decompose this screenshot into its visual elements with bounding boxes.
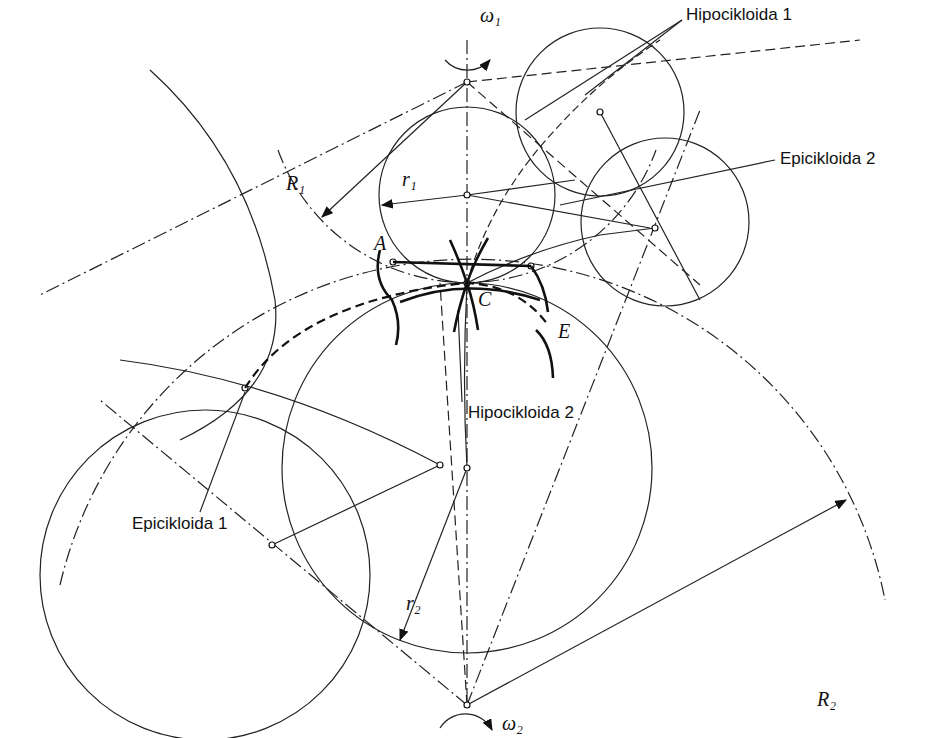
dimension-r2 [400,468,467,640]
point-label: C [476,288,493,310]
construction-line [272,465,440,545]
epicycloid-curve [245,283,548,388]
construction-line [600,112,700,300]
leader-line [560,160,775,205]
hypocycloid-curve [465,283,468,468]
rotation-arrow [440,714,492,730]
radius-label: r₁ [400,168,419,190]
leader-line [200,392,245,512]
rolling-circle-copy [40,410,370,738]
construction-curve [120,360,440,465]
hypocycloid-curve [467,40,660,283]
radius-label: r₂ [404,592,423,614]
center-line [466,40,467,705]
leader-line [458,310,462,402]
curve-label: Hipocikloida 2 [466,404,576,423]
dimension-r1 [382,195,467,205]
point-label: E [556,320,572,342]
tooth-profile [378,238,553,378]
curve-label: Hipocikloida 1 [684,6,794,25]
curve-label: Epicikloida 2 [778,150,877,169]
radial-line [440,283,467,705]
pitch-circle-2 [60,259,885,600]
construction-curve [150,70,276,440]
point-label: A [372,232,388,254]
epicycloid-curve [467,228,655,283]
rolling-circle-copy [516,28,684,196]
radius-label: R₁ [284,172,307,194]
radial-line [467,110,700,705]
radius-label: R₂ [815,688,838,710]
leader-line [525,20,682,120]
leader-line [585,20,682,95]
rolling-circle-copy [581,138,749,306]
angular-velocity: ω₁ [478,4,503,26]
curve-label: Epicikloida 1 [130,515,229,534]
construction-line [467,180,575,195]
dimension-r1-big [322,82,467,217]
radial-line [467,40,860,82]
rotation-arrow [445,60,490,70]
radial-line [100,400,467,705]
angular-velocity: ω₂ [500,712,525,734]
dimension-r2-big [467,500,846,705]
construction-line [467,195,650,228]
